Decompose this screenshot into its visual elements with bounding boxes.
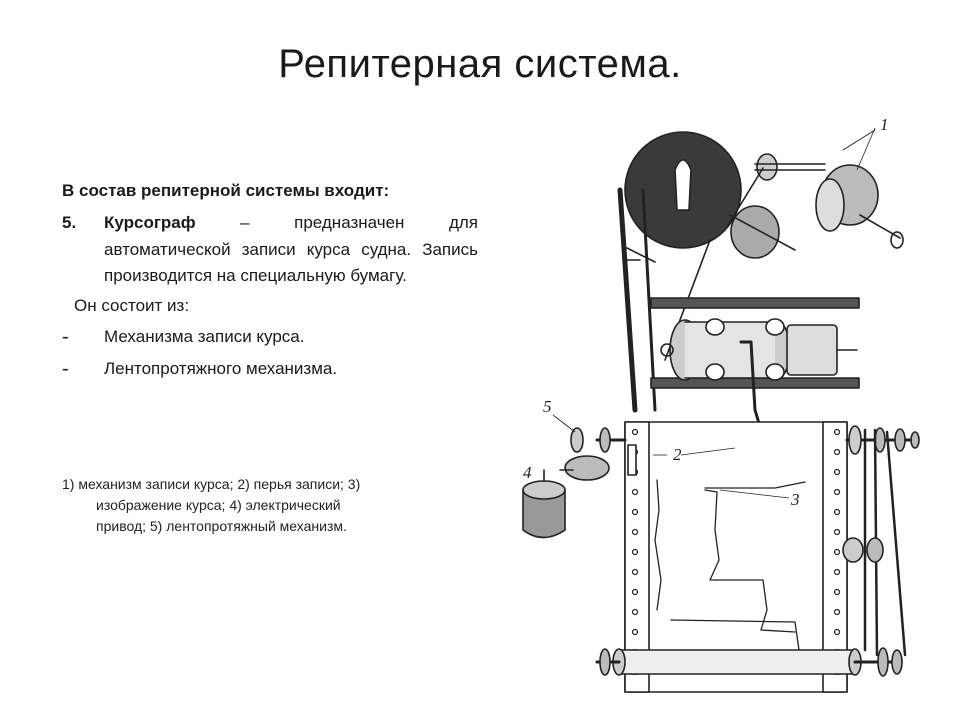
compass-disc — [624, 131, 742, 249]
drive-rollers — [660, 318, 858, 381]
list-item-text: Лентопротяжного механизма. — [104, 359, 338, 379]
numbered-item: 5. Курсограф – предназначен для автомати… — [62, 210, 478, 289]
dash-bullet: - — [62, 325, 69, 348]
callout-3: 3 — [790, 490, 800, 509]
consists-of-label: Он состоит из: — [74, 296, 190, 316]
callout-labels: 1 2 3 4 5 — [523, 115, 889, 509]
item-body: Курсограф – предназначен для автоматичес… — [104, 210, 478, 289]
legend-line: изображение курса; 4) электрический — [96, 497, 341, 513]
drive-belt — [842, 428, 907, 657]
list-item: - Механизма записи курса. — [62, 324, 478, 350]
bottom-roller — [595, 647, 903, 677]
callout-1: 1 — [880, 115, 889, 134]
course-recorder-drawing: 1 2 3 4 5 — [505, 110, 945, 715]
callout-2: 2 — [673, 445, 682, 464]
item-term: Курсограф — [104, 213, 196, 233]
dash-bullet: - — [62, 358, 69, 381]
callout-4: 4 — [523, 463, 532, 482]
legend-line: 1) механизм записи курса; 2) перья запис… — [62, 476, 361, 492]
course-recorder-illustration: 1 2 3 4 5 — [522, 115, 920, 693]
list-item: - Лентопротяжного механизма. — [62, 356, 478, 382]
paper-tape — [624, 421, 848, 693]
figure-legend: 1) механизм записи курса; 2) перья запис… — [62, 474, 462, 537]
item-number: 5. — [62, 213, 77, 233]
callout-5: 5 — [543, 397, 552, 416]
course-mechanism — [724, 129, 904, 259]
legend-line: привод; 5) лентопротяжный механизм. — [96, 518, 347, 534]
list-item-text: Механизма записи курса. — [104, 326, 305, 346]
item-description: – предназначен для автоматической записи… — [104, 213, 478, 286]
slide-title: Репитерная система. — [278, 42, 682, 86]
top-roller — [570, 425, 920, 455]
electric-drive — [522, 455, 610, 539]
content-text: В состав репитерной системы входит: 5. К… — [62, 178, 478, 388]
intro-heading: В состав репитерной системы входит: — [62, 181, 390, 200]
